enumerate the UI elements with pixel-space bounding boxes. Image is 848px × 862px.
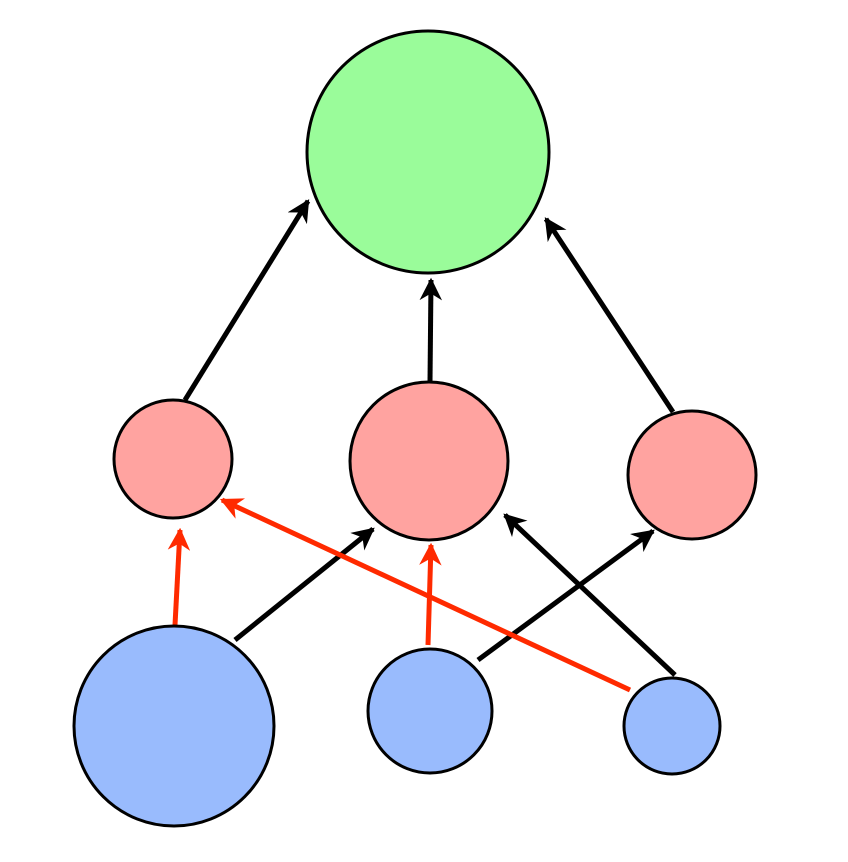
edge-middle-node-1-to-top-node <box>182 199 311 402</box>
edge-bottom-node-3-to-middle-node-1 <box>219 497 632 693</box>
edge-bottom-node-3-to-middle-node-2 <box>503 513 677 677</box>
bottom-node-2 <box>366 647 494 775</box>
middle-node-3 <box>626 409 758 541</box>
edge-middle-node-2-to-top-node <box>419 277 443 383</box>
bottom-node-1 <box>72 624 276 828</box>
nodes-layer <box>72 29 758 828</box>
edges-layer <box>167 199 677 693</box>
edge-bottom-node-2-to-middle-node-3 <box>476 528 655 663</box>
top-node <box>305 29 551 275</box>
middle-node-2 <box>348 380 510 542</box>
bottom-node-3 <box>622 676 722 776</box>
edge-bottom-node-1-to-middle-node-2 <box>233 527 375 642</box>
edge-middle-node-3-to-top-node <box>543 217 676 414</box>
middle-node-1 <box>112 398 234 520</box>
edge-bottom-node-1-to-middle-node-1 <box>167 527 191 626</box>
